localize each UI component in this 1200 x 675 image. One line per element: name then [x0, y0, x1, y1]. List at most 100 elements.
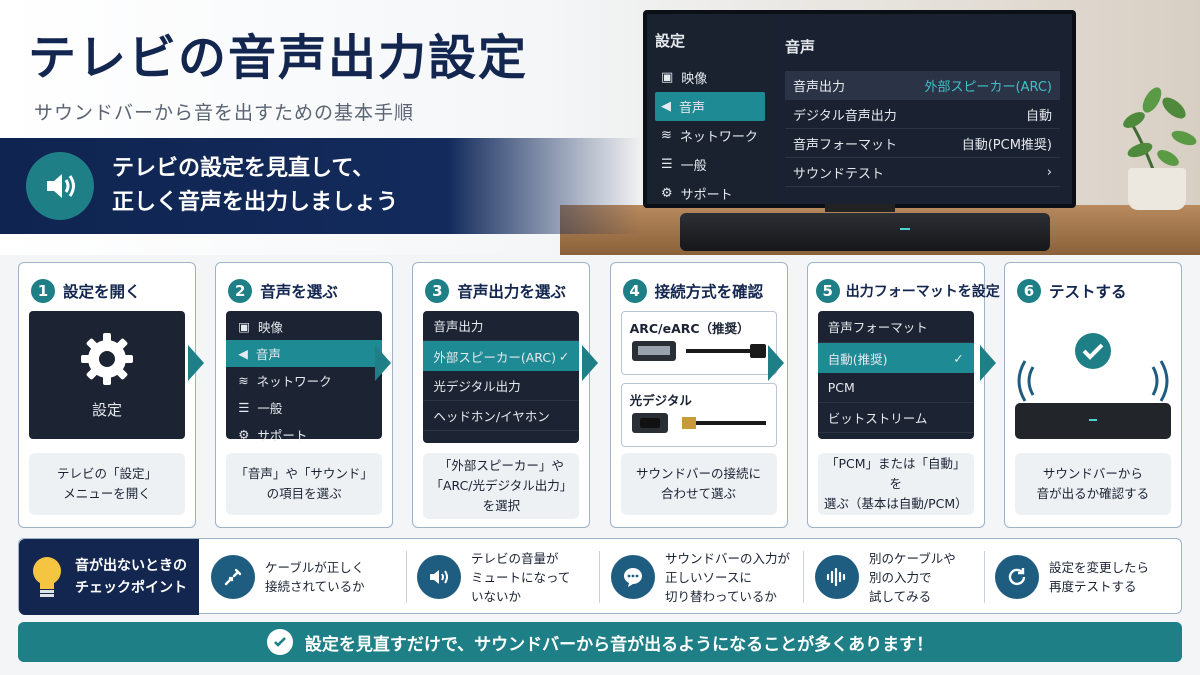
tv-screen: 設定 ▣映像 ◀音声 ≋ネットワーク ☰一般 ⚙サポート 音声 音声出力外部スピ…	[647, 14, 1072, 204]
connection-optical: 光デジタル	[620, 383, 777, 447]
step-card-3: 3 音声出力を選ぶ 音声出力 外部スピーカー(ARC)✓ 光デジタル出力 ヘッドホ…	[412, 262, 591, 528]
format-options: 音声フォーマット 自動(推奨)✓ PCM ビットストリーム	[817, 311, 974, 439]
check-circle-icon	[266, 629, 293, 655]
step-title: 出力フォーマットを設定	[845, 284, 1000, 300]
refresh-icon	[995, 555, 1039, 599]
banner-line-2: 正しく音声を出力しましょう	[112, 190, 399, 215]
option-external-speaker[interactable]: 外部スピーカー(ARC)✓	[423, 341, 580, 371]
option-bitstream[interactable]: ビットストリーム	[817, 403, 974, 433]
step-number: 2	[228, 279, 253, 303]
tv-main-title: 音声	[785, 38, 816, 56]
menu-item-network[interactable]: ≋ネットワーク	[238, 373, 332, 389]
option-optical[interactable]: 光デジタル出力	[423, 371, 580, 401]
menu-list: ▣映像 ◀音声 ≋ネットワーク ☰一般 ⚙サポート	[226, 311, 383, 443]
option-pcm[interactable]: PCM	[817, 373, 974, 403]
option-auto[interactable]: 自動(推奨)✓	[817, 343, 974, 373]
step-arrow-icon	[188, 345, 204, 381]
tv-row-audio-output[interactable]: 音声出力外部スピーカー(ARC)	[785, 71, 1060, 100]
divider	[984, 551, 985, 603]
step-arrow-icon	[768, 345, 784, 381]
step-caption: テレビの「設定」メニューを開く	[29, 453, 185, 515]
check-icon	[1074, 333, 1111, 369]
step-arrow-icon	[980, 345, 996, 381]
step-title: 音声出力を選ぶ	[457, 283, 566, 301]
tv-row-digital-output[interactable]: デジタル音声出力自動	[785, 100, 1060, 129]
tv-row-audio-format[interactable]: 音声フォーマット自動(PCM推奨)	[785, 129, 1060, 158]
chat-icon	[611, 555, 655, 599]
support-icon: ⚙	[661, 186, 673, 201]
picture-icon: ▣	[661, 70, 674, 85]
option-header: 音声出力	[423, 311, 580, 341]
tv-settings-sidebar: 設定 ▣映像 ◀音声 ≋ネットワーク ☰一般 ⚙サポート	[647, 14, 773, 204]
tv-sidebar-title: 設定	[655, 32, 686, 50]
step-card-4: 4 接続方式を確認 ARC/eARC（推奨） 光デジタル サウンドバーの接続に合わ…	[609, 262, 788, 528]
step-title: テストする	[1048, 283, 1127, 301]
cable-icon	[211, 555, 255, 599]
step-number: 1	[31, 279, 55, 303]
step-caption: サウンドバーから音が出るか確認する	[1014, 453, 1171, 515]
checkpoint-item-input: サウンドバーの入力が正しいソースに切り替わっているか	[611, 539, 790, 615]
connection-arc: ARC/eARC（推奨）	[620, 311, 777, 375]
tv-row-sound-test[interactable]: サウンドテスト›	[785, 158, 1060, 187]
step-arrow-icon	[375, 345, 391, 381]
tv-illustration: 設定 ▣映像 ◀音声 ≋ネットワーク ☰一般 ⚙サポート 音声 音声出力外部スピ…	[643, 10, 1076, 208]
sound-waves-icon	[1017, 360, 1035, 402]
volume-icon	[417, 555, 461, 599]
speaker-icon: ◀	[661, 99, 671, 114]
step-title: 接続方式を確認	[654, 283, 764, 301]
check-icon: ✓	[558, 348, 570, 364]
footer-text: 設定を見直すだけで、サウンドバーから音が出るようになることが多くあります！	[304, 634, 934, 655]
step-number: 3	[425, 279, 450, 303]
intro-banner: テレビの設定を見直して、 正しく音声を出力しましょう	[0, 138, 640, 234]
hdmi-cable-icon	[631, 341, 766, 361]
wifi-icon: ≋	[661, 128, 672, 143]
lightbulb-icon	[33, 557, 61, 597]
tv-sidebar-item-picture[interactable]: ▣映像	[661, 70, 708, 87]
step-number: 6	[1016, 279, 1041, 303]
settings-tile-label: 設定	[91, 400, 122, 419]
menu-item-general[interactable]: ☰一般	[238, 400, 283, 416]
tv-sidebar-item-network[interactable]: ≋ネットワーク	[661, 128, 758, 145]
footer-banner: 設定を見直すだけで、サウンドバーから音が出るようになることが多くあります！	[18, 622, 1182, 662]
tv-sidebar-item-sound[interactable]: ◀音声	[655, 92, 765, 121]
step-caption: サウンドバーの接続に合わせて選ぶ	[620, 453, 777, 515]
step-card-5: 5 出力フォーマットを設定 音声フォーマット 自動(推奨)✓ PCM ビットストリ…	[806, 262, 1000, 528]
step-number: 4	[622, 279, 647, 303]
gear-icon	[81, 332, 133, 385]
divider	[599, 551, 600, 603]
checkpoint-item-mute: テレビの音量がミュートになっていないか	[417, 539, 570, 615]
page-title: テレビの音声出力設定	[28, 30, 529, 86]
option-headphones[interactable]: ヘッドホン/イヤホン	[423, 401, 580, 431]
banner-line-1: テレビの設定を見直して、	[112, 156, 375, 181]
soundbar-illustration	[680, 213, 1050, 251]
tv-stand	[825, 204, 895, 212]
speaker-icon	[26, 152, 94, 220]
soundbar-led	[900, 228, 910, 230]
checkpoint-item-cable: ケーブルが正しく接続されているか	[211, 539, 365, 615]
settings-tile[interactable]: 設定	[29, 311, 185, 439]
step-card-2: 2 音声を選ぶ ▣映像 ◀音声 ≋ネットワーク ☰一般 ⚙サポート 「音声」や「サ…	[215, 262, 394, 528]
step-number: 5	[815, 279, 840, 303]
step-caption: 「音声」や「サウンド」の項目を選ぶ	[226, 453, 383, 515]
chevron-right-icon: ›	[1046, 164, 1052, 180]
step-caption: 「PCM」または「自動」を選ぶ（基本は自動/PCM）	[817, 453, 974, 515]
step-title: 音声を選ぶ	[260, 283, 338, 301]
picture-icon: ▣	[238, 319, 250, 334]
menu-item-support[interactable]: ⚙サポート	[238, 427, 308, 443]
option-header: 音声フォーマット	[817, 311, 974, 343]
divider	[803, 551, 804, 603]
soundbar-test-illustration	[1014, 333, 1171, 439]
menu-item-sound[interactable]: ◀音声	[226, 340, 383, 367]
page-subtitle: サウンドバーから音を出すための基本手順	[34, 102, 415, 124]
tv-sidebar-item-support[interactable]: ⚙サポート	[661, 186, 733, 203]
waveform-icon	[815, 555, 859, 599]
checkpoints-header: 音が出ないときのチェックポイント	[19, 539, 199, 615]
checkpoint-item-alternate: 別のケーブルや別の入力で試してみる	[815, 539, 956, 615]
tv-sidebar-item-general[interactable]: ☰一般	[661, 157, 707, 174]
speaker-icon: ◀	[238, 346, 248, 361]
menu-item-picture[interactable]: ▣映像	[238, 319, 284, 335]
plant-pot	[1128, 168, 1186, 210]
step-arrow-icon	[582, 345, 598, 381]
